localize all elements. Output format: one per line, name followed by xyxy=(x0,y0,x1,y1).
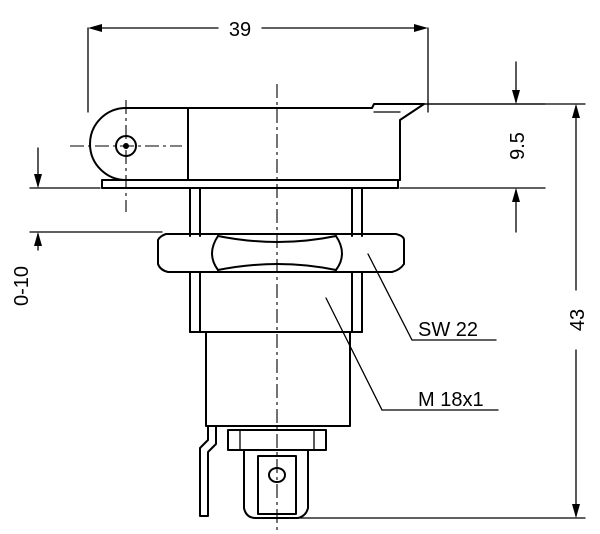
dimension-width: 39 xyxy=(87,19,429,113)
mounting-plate xyxy=(101,179,399,189)
threaded-body xyxy=(189,271,363,333)
dimension-width-label: 39 xyxy=(229,19,251,41)
dimension-total-height: 43 xyxy=(299,103,589,519)
callout-nut-label: SW 22 xyxy=(418,319,478,341)
switch-lever xyxy=(89,103,425,181)
dimension-panel-range: 0-10 xyxy=(11,147,163,306)
callout-thread-label: M 18x1 xyxy=(418,389,484,411)
callout-thread: M 18x1 xyxy=(325,297,499,411)
lower-housing xyxy=(189,331,363,427)
centerlines xyxy=(70,84,278,530)
dimension-lever-height-label: 9.5 xyxy=(507,132,529,160)
dimension-lever-height: 9.5 xyxy=(399,61,546,233)
dimension-total-height-label: 43 xyxy=(567,309,589,331)
upper-shaft xyxy=(189,187,363,237)
hex-nut xyxy=(157,233,405,273)
dimension-panel-range-label: 0-10 xyxy=(11,266,33,306)
callout-nut: SW 22 xyxy=(367,253,497,341)
terminals xyxy=(199,425,327,519)
